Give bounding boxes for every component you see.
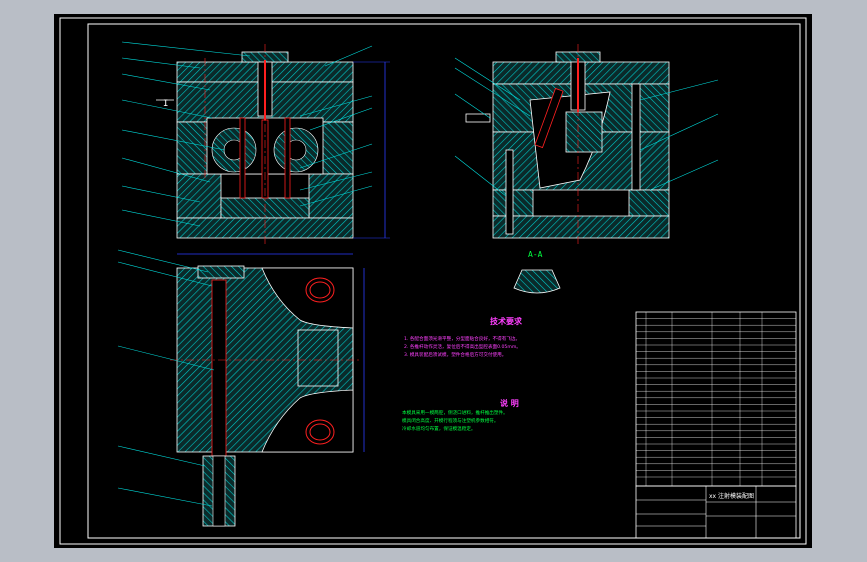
aa-angle-pin (534, 87, 564, 149)
ejector-pin-1 (239, 117, 246, 199)
leaders-main-left (121, 41, 251, 227)
description-notes: 说 明 本模具采用一模两腔，侧浇口进料，推杆推出塑件。 模具闭合高度、开模行程须… (402, 398, 519, 432)
plan-runner (297, 329, 339, 387)
tech-item-3: 3. 模具装配后须试模，塑件合格后方可交付使用。 (404, 351, 506, 358)
view-plan (117, 249, 365, 527)
ejector-pin-2 (284, 117, 291, 199)
plan-cavity-top (305, 277, 335, 303)
section-aa-label: A-A (528, 250, 543, 259)
tech-title: 技术要求 (490, 316, 523, 326)
leaders-main-right (299, 45, 373, 207)
section-mark-text: I (163, 99, 168, 109)
spacer-right (308, 173, 354, 219)
aa-bottom-plate (492, 215, 670, 239)
parts-list-rows (636, 312, 796, 486)
title-block-frame (635, 485, 797, 539)
desc-title: 说 明 (500, 398, 519, 408)
tech-item-1: 1. 各配合面须光滑平整，分型面贴合良好，不得有飞边。 (404, 335, 520, 342)
outer-border (59, 17, 807, 545)
plan-top-cap (197, 265, 245, 279)
desc-line-1: 本模具采用一模两腔，侧浇口进料，推杆推出塑件。 (402, 409, 508, 416)
title-block: xx 注射模装配图 (635, 485, 797, 539)
aa-guide-pin (631, 83, 641, 191)
plan-cavity-bottom (305, 419, 335, 445)
section-aa-detail (513, 269, 561, 294)
desc-line-3: 冷却水道均匀布置，保证模温稳定。 (402, 425, 476, 432)
inner-border (87, 23, 801, 539)
tech-item-2: 2. 各推杆动作灵活，复位后不得高出型腔表面0.05mm。 (404, 343, 521, 350)
view-section-aa: A-A (454, 44, 719, 294)
plan-moving-half (261, 267, 354, 453)
parts-list (635, 311, 797, 487)
plan-rod-bore (212, 455, 226, 527)
desc-line-2: 模具闭合高度、开模行程须与注塑机参数相符。 (402, 417, 498, 424)
technical-requirements: 技术要求 1. 各配合面须光滑平整，分型面贴合良好，不得有飞边。 2. 各推杆动… (404, 316, 523, 358)
aa-core-insert (565, 111, 603, 153)
leaders-plan (117, 249, 215, 507)
drawing-sheet (54, 14, 812, 548)
aa-support-right (628, 189, 670, 217)
spacer-left (176, 173, 222, 219)
leaders-aa (454, 57, 719, 197)
plan-ejector-rod (211, 279, 227, 457)
view-main-section: I (121, 41, 390, 246)
aa-return-pin (505, 149, 514, 235)
drawing-name: xx 注射模装配图 (709, 492, 754, 500)
